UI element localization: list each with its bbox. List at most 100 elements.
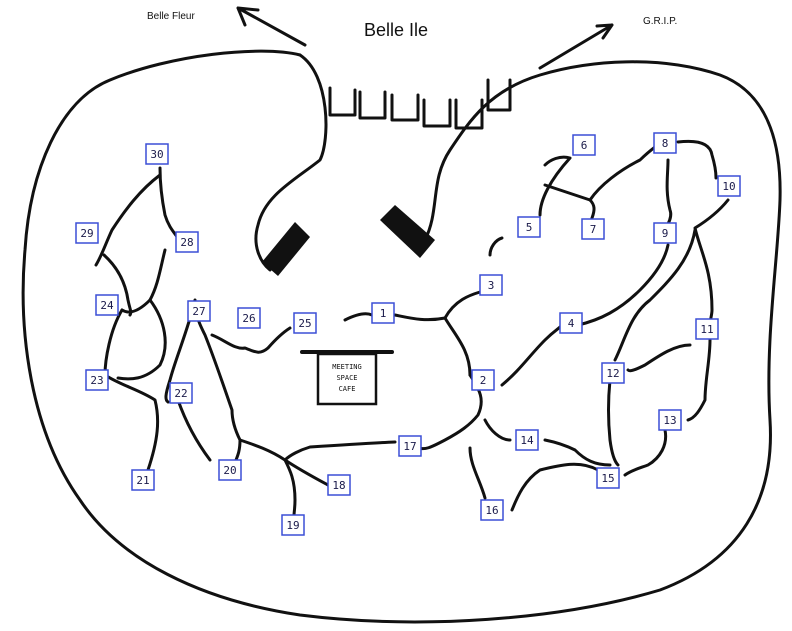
campsite-box [517, 216, 541, 238]
dock-left [262, 222, 310, 276]
campsite-box [175, 231, 199, 253]
campsite-number: 4 [568, 317, 575, 330]
campsite-box [653, 222, 677, 244]
campsite-15: 15 [596, 467, 620, 489]
campsite-13: 13 [658, 409, 682, 431]
campsite-3: 3 [479, 274, 503, 296]
campsite-number: 2 [480, 374, 487, 387]
campsite-box [717, 175, 741, 197]
campsite-box [479, 274, 503, 296]
campsite-number: 11 [700, 323, 713, 336]
campsite-markers: 1234567891011121314151617181920212223242… [75, 132, 741, 536]
campsite-1: 1 [371, 302, 395, 324]
campsite-23: 23 [85, 369, 109, 391]
campsite-number: 19 [286, 519, 299, 532]
campsite-box [218, 459, 242, 481]
campsite-21: 21 [131, 469, 155, 491]
campsite-4: 4 [559, 312, 583, 334]
campsite-22: 22 [169, 382, 193, 404]
campsite-number: 10 [722, 180, 735, 193]
campsite-box [169, 382, 193, 404]
trails [94, 139, 730, 518]
campsite-box [515, 429, 539, 451]
campsite-29: 29 [75, 222, 99, 244]
campsite-10: 10 [717, 175, 741, 197]
campsite-box [131, 469, 155, 491]
campsite-7: 7 [581, 218, 605, 240]
arrow-right [538, 23, 614, 70]
campsite-box [371, 302, 395, 324]
campsite-number: 5 [526, 221, 533, 234]
campsite-box [581, 218, 605, 240]
campsite-box [471, 369, 495, 391]
campsite-box [596, 467, 620, 489]
sign-text-line-3: CAFE [339, 385, 356, 393]
campsite-number: 9 [662, 227, 669, 240]
campsite-number: 15 [601, 472, 614, 485]
campsite-24: 24 [95, 294, 119, 316]
campsite-box [145, 143, 169, 165]
campsite-number: 26 [242, 312, 255, 325]
campsite-27: 27 [187, 300, 211, 322]
campsite-number: 3 [488, 279, 495, 292]
campsite-number: 20 [223, 464, 236, 477]
campsite-number: 30 [150, 148, 163, 161]
campsite-box [601, 362, 625, 384]
campsite-8: 8 [653, 132, 677, 154]
campsite-28: 28 [175, 231, 199, 253]
campsite-2: 2 [471, 369, 495, 391]
dock-right [380, 205, 435, 258]
campsite-26: 26 [237, 307, 261, 329]
campsite-20: 20 [218, 459, 242, 481]
sign-text-line-2: SPACE [336, 374, 357, 382]
meeting-space-sign: MEETING SPACE CAFE [300, 350, 394, 406]
campsite-box [658, 409, 682, 431]
campsite-11: 11 [695, 318, 719, 340]
bay-shoreline [254, 53, 328, 272]
campsite-25: 25 [293, 312, 317, 334]
campground-boundary [21, 49, 782, 624]
campsite-14: 14 [515, 429, 539, 451]
campsite-box [237, 307, 261, 329]
campsite-number: 8 [662, 137, 669, 150]
direction-label-left: Belle Fleur [147, 11, 195, 22]
arrow-left [236, 6, 307, 47]
campsite-number: 7 [590, 223, 597, 236]
campsite-9: 9 [653, 222, 677, 244]
sign-text-line-1: MEETING [332, 363, 362, 371]
campsite-19: 19 [281, 514, 305, 536]
campsite-30: 30 [145, 143, 169, 165]
campsite-number: 14 [520, 434, 534, 447]
campsite-box [85, 369, 109, 391]
campsite-box [480, 499, 504, 521]
campsite-box [75, 222, 99, 244]
campsite-number: 12 [606, 367, 619, 380]
campsite-number: 28 [180, 236, 193, 249]
campsite-number: 1 [380, 307, 387, 320]
campsite-number: 21 [136, 474, 149, 487]
campsite-number: 13 [663, 414, 676, 427]
campsite-box [281, 514, 305, 536]
campsite-box [327, 474, 351, 496]
campsite-number: 18 [332, 479, 345, 492]
map-title: Belle Ile [363, 20, 429, 40]
campsite-17: 17 [398, 435, 422, 457]
campsite-5: 5 [517, 216, 541, 238]
direction-label-right: G.R.I.P. [643, 16, 678, 27]
campsite-box [653, 132, 677, 154]
campsite-box [187, 300, 211, 322]
campsite-number: 25 [298, 317, 311, 330]
cabins-row [328, 78, 512, 130]
campsite-number: 6 [581, 139, 588, 152]
campsite-6: 6 [572, 134, 596, 156]
campsite-box [559, 312, 583, 334]
campsite-box [95, 294, 119, 316]
campsite-number: 22 [174, 387, 187, 400]
campsite-number: 16 [485, 504, 498, 517]
campsite-number: 24 [100, 299, 114, 312]
campsite-18: 18 [327, 474, 351, 496]
campsite-number: 27 [192, 305, 205, 318]
campsite-12: 12 [601, 362, 625, 384]
